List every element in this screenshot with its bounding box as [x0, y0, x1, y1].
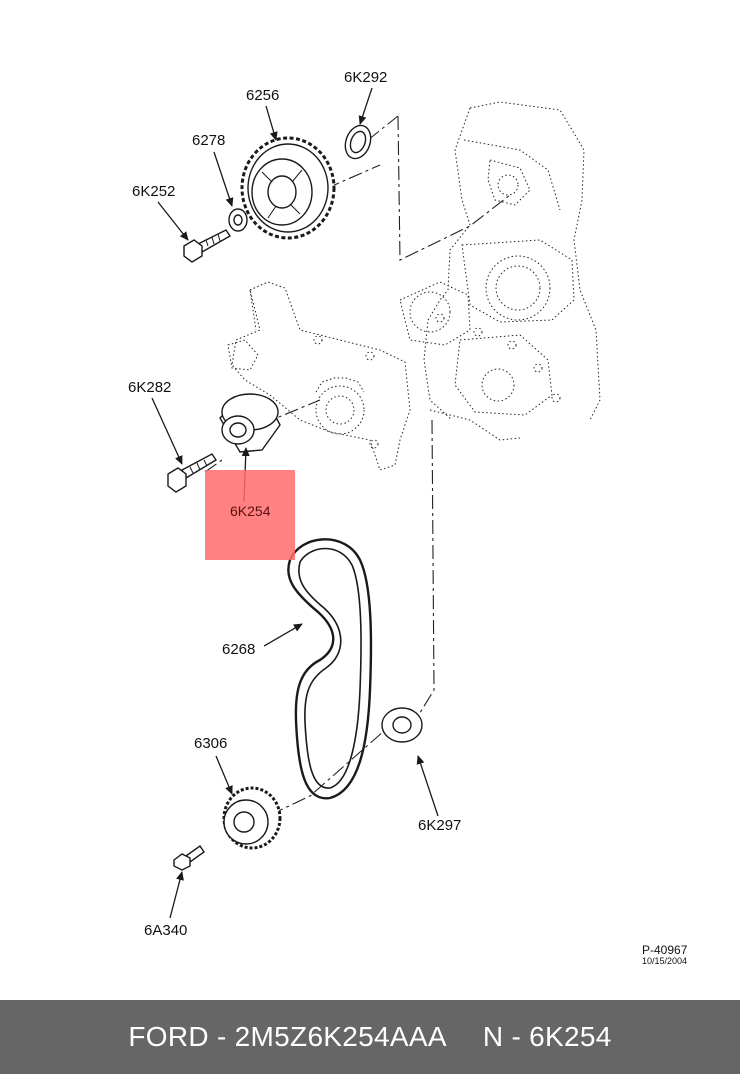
label-6306: 6306 — [194, 735, 227, 752]
exploded-parts-diagram: 6256 6K292 6278 6K252 6K282 6K254 6268 6… — [128, 69, 688, 966]
label-6K252: 6K252 — [132, 183, 175, 200]
drawing-reference-number: P-40967 — [642, 943, 688, 957]
washer-6K297 — [381, 707, 423, 743]
alignment-centerlines — [204, 115, 511, 816]
bolt-6A340 — [173, 845, 205, 871]
label-6K254: 6K254 — [230, 503, 271, 519]
label-6K292: 6K292 — [344, 69, 387, 86]
camshaft-sprocket-6256 — [240, 136, 336, 240]
part-number-footer: FORD - 2M5Z6K254AAA N - 6K254 — [0, 1000, 740, 1074]
tensioner-pulley-6K254 — [219, 393, 281, 453]
label-6256: 6256 — [246, 87, 279, 104]
label-6268: 6268 — [222, 641, 255, 658]
diagram-canvas: 6256 6K292 6278 6K252 6K282 6K254 6268 6… — [128, 69, 688, 966]
timing-belt-6268 — [287, 538, 373, 800]
oem-reference-number: N - 6K254 — [482, 1021, 612, 1052]
bolt-6K252 — [183, 229, 231, 263]
seal-6K292 — [344, 124, 372, 160]
drawing-reference-date: 10/15/2004 — [642, 956, 687, 966]
label-6A340: 6A340 — [144, 922, 187, 939]
water-pump-outline — [227, 281, 411, 471]
engine-block-outline — [399, 101, 601, 441]
highlight-box-6K254 — [205, 470, 295, 560]
washer-6278 — [228, 208, 248, 232]
bolt-6K282 — [167, 453, 217, 493]
manufacturer-part-number: FORD - 2M5Z6K254AAA — [128, 1021, 447, 1052]
label-6K297: 6K297 — [418, 817, 461, 834]
crankshaft-sprocket-6306 — [222, 786, 282, 850]
label-6K282: 6K282 — [128, 379, 171, 396]
label-6278: 6278 — [192, 132, 225, 149]
